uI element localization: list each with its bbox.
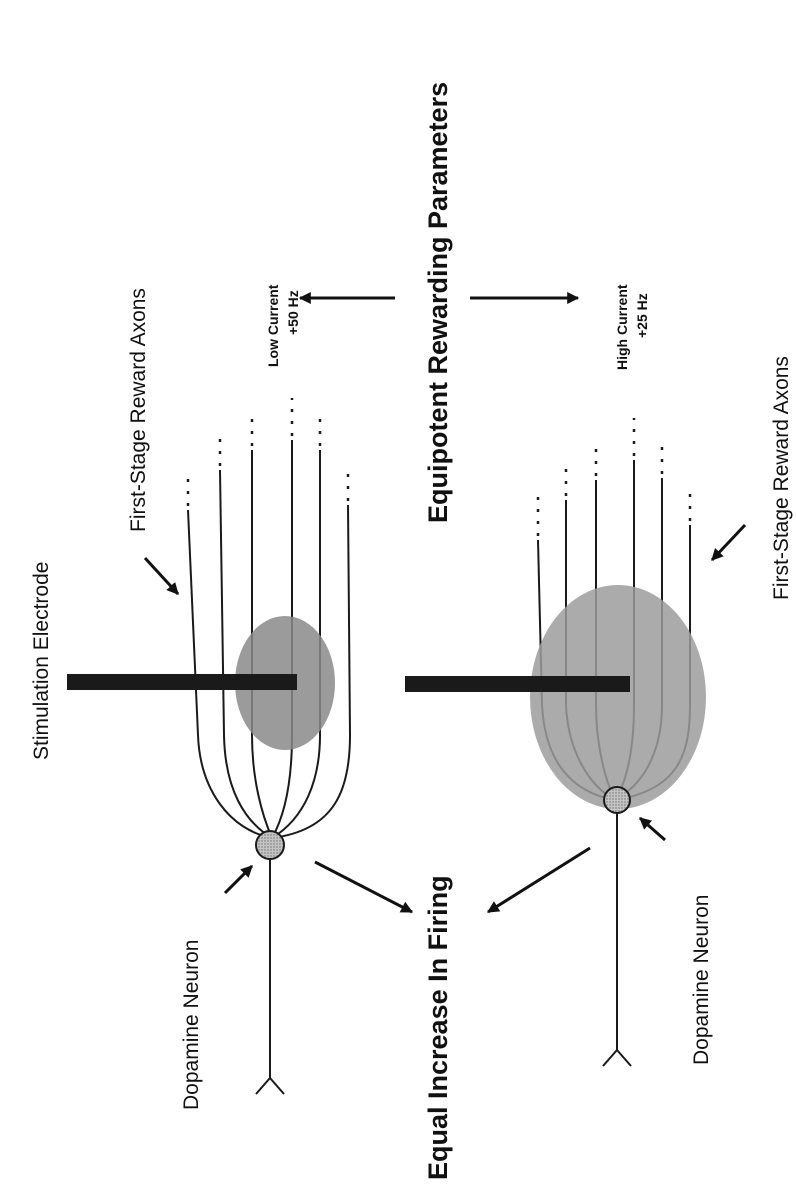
label-equal-increase: Equal Increase In Firing [423, 875, 453, 1180]
arrow-to-firing-bottom [488, 848, 590, 912]
arrow-to-firing-top [315, 862, 412, 912]
label-low-current-2: +50 Hz [285, 290, 301, 335]
arrow-to-neuron-top [225, 866, 252, 893]
label-low-current-1: Low Current [265, 284, 281, 367]
label-dopamine-neuron-bottom: Dopamine Neuron [690, 895, 713, 1065]
stimulation-electrode-top [67, 674, 297, 690]
axon-bundle-top [188, 398, 350, 838]
arrow-to-axons-bottom [712, 525, 745, 560]
arrow-to-neuron-bottom [640, 818, 665, 840]
dopamine-neuron-top [256, 831, 284, 1094]
label-high-current-2: +25 Hz [634, 293, 650, 338]
stimulation-electrode-bottom [405, 676, 630, 692]
label-dopamine-neuron-top: Dopamine Neuron [180, 940, 203, 1110]
current-field-high [530, 585, 706, 809]
label-first-stage-axons-bottom: First-Stage Reward Axons [770, 356, 793, 600]
label-equipotent: Equipotent Rewarding Parameters [423, 82, 453, 523]
label-first-stage-axons-top: First-Stage Reward Axons [127, 288, 150, 532]
dopamine-neuron-bottom [603, 787, 631, 1066]
label-stimulation-electrode: Stimulation Electrode [30, 562, 53, 760]
panel-low-current [67, 398, 412, 1094]
arrow-to-axons-top [145, 558, 178, 594]
label-high-current-1: High Current [614, 284, 630, 370]
